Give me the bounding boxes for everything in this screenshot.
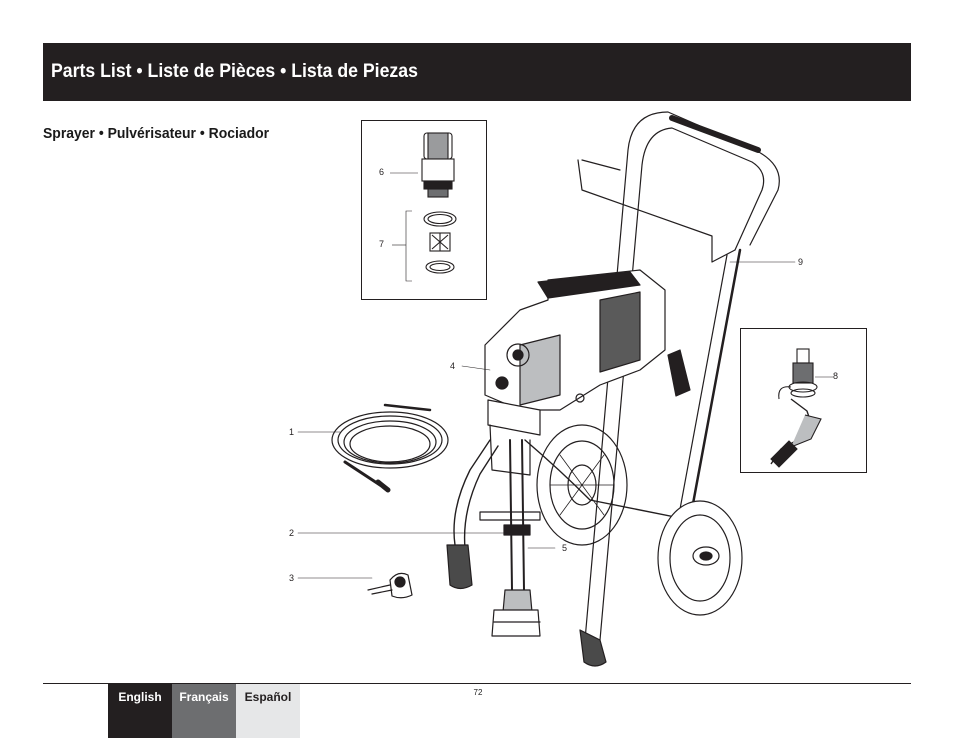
callout-4: 4 [450,361,456,371]
callout-1: 1 [289,427,295,437]
callout-7: 7 [379,239,385,249]
page-title: Parts List • Liste de Pièces • Lista de … [51,61,418,82]
callout-6: 6 [379,167,385,177]
section-subtitle: Sprayer • Pulvérisateur • Rociador [43,125,270,142]
footer-divider [43,683,911,684]
inset-part-8 [740,328,867,473]
inset-parts-6-7 [361,120,487,300]
page-number: 72 [473,688,483,697]
tab-english[interactable]: English [108,684,172,738]
callout-9: 9 [798,257,804,267]
tab-francais[interactable]: Français [172,684,236,738]
callout-5: 5 [562,543,568,553]
callout-3: 3 [289,573,295,583]
inlet-valve-icon [770,348,833,468]
callout-8: 8 [833,371,839,381]
tab-espanol[interactable]: Español [236,684,300,738]
fluid-section-icon [390,132,457,282]
callout-2: 2 [289,528,295,538]
title-bar: Parts List • Liste de Pièces • Lista de … [43,43,911,101]
